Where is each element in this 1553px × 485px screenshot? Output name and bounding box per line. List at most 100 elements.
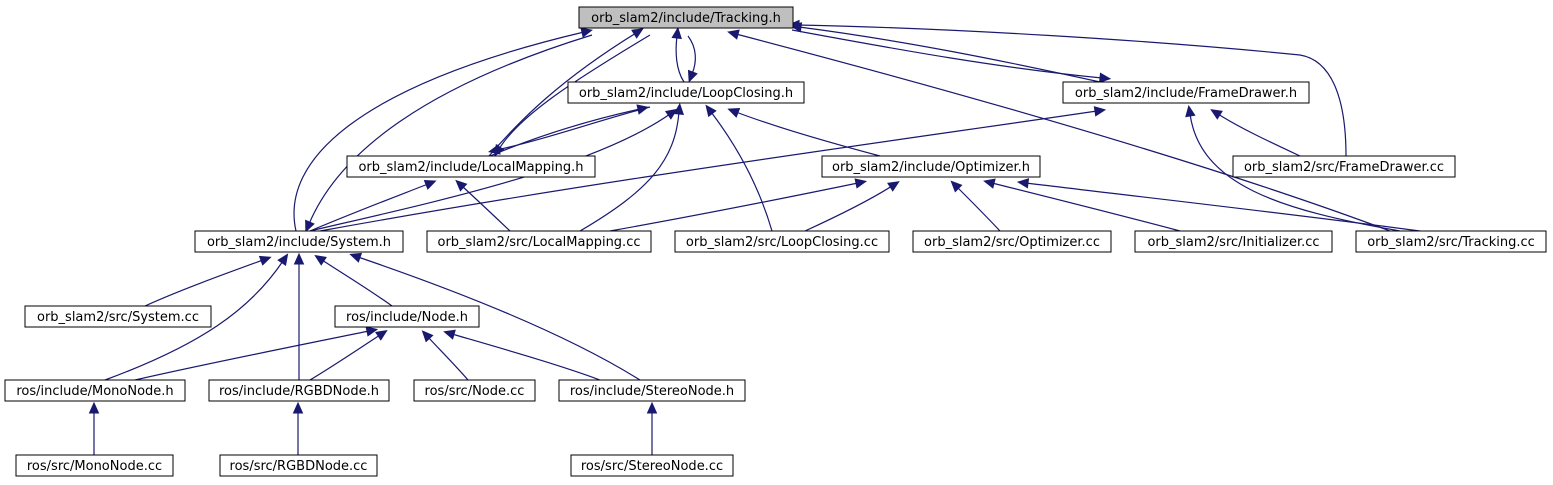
arrowhead-system_h	[314, 254, 327, 266]
node-label-system-cc: orb_slam2/src/System.cc	[37, 310, 199, 325]
arrowhead-loopclosing_h	[687, 69, 698, 83]
arrowhead-system_h	[293, 252, 305, 265]
node-label-rgbdnode-cc: ros/src/RGBDNode.cc	[230, 459, 368, 474]
node-label-optimizer-h: orb_slam2/include/Optimizer.h	[832, 160, 1030, 175]
node-label-node-cc: ros/src/Node.cc	[425, 384, 525, 399]
node-label-optimizer-cc: orb_slam2/src/Optimizer.cc	[924, 235, 1100, 250]
node-loopclosing-cc[interactable]: orb_slam2/src/LoopClosing.cc	[674, 230, 890, 253]
node-localmapping-cc[interactable]: orb_slam2/src/LocalMapping.cc	[426, 230, 652, 253]
edge-framedrawer_cc-to-framedrawer_h	[1217, 113, 1301, 157]
node-node-h[interactable]: ros/include/Node.h	[334, 305, 480, 328]
edge-optimizer_cc-to-optimizer_h	[956, 186, 1001, 232]
edge-node_cc-to-node_h	[427, 336, 469, 381]
arrowhead-loopclosing_h	[673, 102, 685, 115]
node-localmapping-h[interactable]: orb_slam2/include/LocalMapping.h	[346, 155, 596, 178]
arrowhead-loopclosing_h	[705, 104, 717, 118]
edge-mononode_h-to-node_h	[134, 330, 370, 381]
arrowhead-loopclosing_h	[727, 107, 741, 118]
node-framedrawer-h[interactable]: orb_slam2/include/FrameDrawer.h	[1062, 81, 1310, 104]
node-label-loopclosing-h: orb_slam2/include/LoopClosing.h	[579, 86, 793, 101]
edge-localmapping_h-to-loopclosing_h	[489, 108, 641, 157]
edge-system_h-to-tracking_h	[293, 31, 585, 232]
edge-localmapping_h-to-tracking_h	[488, 32, 637, 157]
node-optimizer-cc[interactable]: orb_slam2/src/Optimizer.cc	[912, 230, 1112, 253]
node-optimizer-h[interactable]: orb_slam2/include/Optimizer.h	[821, 155, 1041, 178]
arrowhead-optimizer_h	[983, 178, 996, 189]
arrowhead-tracking_h	[727, 29, 740, 40]
node-rgbdnode-h[interactable]: ros/include/RGBDNode.h	[208, 379, 390, 402]
node-label-stereonode-h: ros/include/StereoNode.h	[570, 384, 734, 399]
node-tracking-h[interactable]: orb_slam2/include/Tracking.h	[578, 6, 794, 29]
edge-loopclosing_cc-to-loopclosing_h	[710, 111, 773, 232]
node-label-initializer-cc: orb_slam2/src/Initializer.cc	[1147, 235, 1319, 250]
arrowhead-node_h	[365, 326, 379, 337]
node-mononode-cc[interactable]: ros/src/MonoNode.cc	[15, 454, 174, 477]
arrowhead-node_h	[421, 330, 434, 343]
node-loopclosing-h[interactable]: orb_slam2/include/LoopClosing.h	[567, 81, 805, 104]
edge-loopclosing_h-to-tracking_h	[675, 35, 685, 83]
edge-loopclosing_h-to-localmapping_h	[496, 106, 651, 151]
edge-tracking_h-to-localmapping_h	[498, 34, 651, 150]
nodes-layer: orb_slam2/include/Tracking.h orb_slam2/i…	[4, 6, 1547, 477]
node-stereonode-h[interactable]: ros/include/StereoNode.h	[558, 379, 746, 402]
node-label-mononode-h: ros/include/MonoNode.h	[16, 384, 173, 399]
node-label-node-h: ros/include/Node.h	[346, 310, 468, 325]
node-rgbdnode-cc[interactable]: ros/src/RGBDNode.cc	[219, 454, 378, 477]
edge-system_h-to-localmapping_h	[309, 183, 429, 232]
arrowhead-optimizer_h	[950, 180, 963, 193]
edge-loopclosing_cc-to-optimizer_h	[804, 185, 893, 232]
edge-localmapping_cc-to-localmapping_h	[461, 185, 511, 232]
node-mononode-h[interactable]: ros/include/MonoNode.h	[4, 379, 186, 402]
node-tracking-cc[interactable]: orb_slam2/src/Tracking.cc	[1355, 230, 1547, 253]
edge-localmapping_cc-to-optimizer_h	[609, 182, 859, 232]
edge-optimizer_h-to-loopclosing_h	[735, 111, 881, 157]
arrowhead-framedrawer_h	[1098, 72, 1112, 84]
arrowhead-system_h	[277, 253, 289, 267]
arrowhead-optimizer_h	[854, 178, 868, 189]
node-label-localmapping-h: orb_slam2/include/LocalMapping.h	[358, 160, 583, 175]
node-label-mononode-cc: ros/src/MonoNode.cc	[27, 459, 162, 474]
node-system-cc[interactable]: orb_slam2/src/System.cc	[24, 305, 212, 328]
edge-stereonode_h-to-system_h	[357, 256, 641, 381]
edge-mononode_h-to-system_h	[104, 260, 284, 381]
node-label-tracking-cc: orb_slam2/src/Tracking.cc	[1367, 235, 1535, 250]
node-label-framedrawer-h: orb_slam2/include/FrameDrawer.h	[1075, 86, 1297, 101]
node-initializer-cc[interactable]: orb_slam2/src/Initializer.cc	[1134, 230, 1333, 253]
edge-initializer_cc-to-optimizer_h	[991, 182, 1181, 232]
arrowhead-tracking_h	[580, 27, 593, 38]
edge-system_cc-to-system_h	[144, 259, 264, 307]
node-node-cc[interactable]: ros/src/Node.cc	[413, 379, 536, 402]
arrowhead-tracking_h	[787, 19, 800, 31]
node-stereonode-cc[interactable]: ros/src/StereoNode.cc	[570, 454, 734, 477]
arrowhead-loopclosing_h	[664, 108, 678, 120]
edge-node_h-to-system_h	[321, 259, 393, 307]
node-label-framedrawer-cc: orb_slam2/src/FrameDrawer.cc	[1244, 160, 1444, 175]
edge-stereonode_h-to-node_h	[451, 333, 601, 381]
node-label-loopclosing-cc: orb_slam2/src/LoopClosing.cc	[686, 235, 878, 250]
arrowhead-node_h	[443, 329, 456, 340]
edge-tracking_h-to-framedrawer_h	[791, 29, 1103, 79]
node-label-localmapping-cc: orb_slam2/src/LocalMapping.cc	[438, 235, 641, 250]
arrowhead-framedrawer_h	[1093, 106, 1107, 117]
edge-system_h-to-loopclosing_h	[309, 113, 671, 232]
edge-tracking_h-to-system_h	[308, 34, 593, 225]
arrowhead-rgbdnode_h	[292, 401, 304, 414]
arrowhead-system_h	[305, 219, 315, 233]
arrowhead-mononode_h	[88, 401, 100, 414]
node-label-rgbdnode-h: ros/include/RGBDNode.h	[219, 384, 379, 399]
edge-framedrawer_cc-to-tracking_h	[796, 24, 1347, 157]
node-framedrawer-cc[interactable]: orb_slam2/src/FrameDrawer.cc	[1232, 155, 1456, 178]
arrowhead-optimizer_h	[887, 181, 900, 192]
arrowhead-system_h	[258, 255, 272, 266]
edge-tracking_h-to-loopclosing_h	[687, 35, 696, 75]
edge-localmapping_cc-to-loopclosing_h	[579, 111, 680, 232]
arrowhead-stereonode_h	[646, 401, 658, 414]
arrowhead-localmapping_h	[423, 180, 437, 190]
edge-system_h-to-framedrawer_h	[319, 110, 1098, 232]
arrowhead-tracking_h	[631, 28, 644, 39]
node-system-h[interactable]: orb_slam2/include/System.h	[194, 230, 404, 253]
edge-rgbdnode_h-to-node_h	[309, 334, 381, 381]
arrowhead-framedrawer_h	[1185, 104, 1196, 118]
arrowhead-node_h	[375, 329, 388, 341]
